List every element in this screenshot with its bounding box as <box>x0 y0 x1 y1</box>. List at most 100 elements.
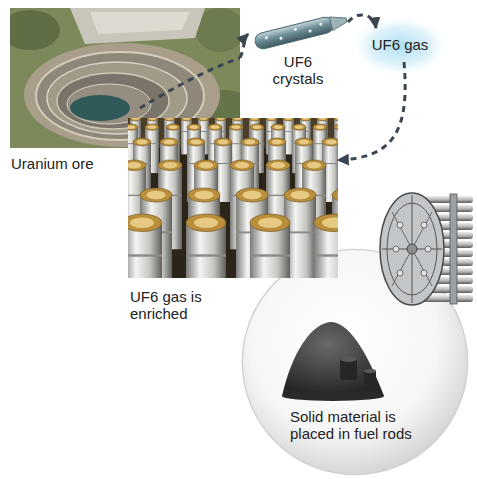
centrifuges <box>285 118 292 120</box>
fuel-bundle <box>380 193 473 305</box>
centrifuges <box>251 118 258 120</box>
uf6-vial <box>319 22 323 26</box>
fuel-bundle <box>393 246 399 252</box>
crystals-node: UF6 crystals <box>248 10 348 90</box>
centrifuges <box>250 254 290 256</box>
centrifuges <box>314 214 338 232</box>
centrifuges <box>128 124 138 130</box>
centrifuges <box>140 188 172 202</box>
centrifuge-photo <box>128 118 338 278</box>
centrifuges <box>250 214 290 232</box>
centrifuges <box>334 118 338 121</box>
gas-glow <box>350 15 450 77</box>
centrifuges <box>271 124 285 130</box>
fuel-bundle <box>421 270 427 276</box>
uf6-vial <box>294 28 298 32</box>
centrifuges <box>268 118 275 120</box>
centrifuges <box>164 118 175 121</box>
ore-photo <box>67 84 151 124</box>
centrifuges <box>149 118 156 120</box>
centrifuges <box>266 118 277 121</box>
centrifuges <box>186 214 226 232</box>
fuel-bundle <box>397 222 403 228</box>
centrifuges <box>266 160 290 171</box>
centrifuges <box>245 140 256 145</box>
fuel-bundle <box>392 212 432 286</box>
centrifuges <box>130 118 141 121</box>
centrifuges <box>295 138 313 146</box>
centrifuges <box>322 138 338 146</box>
centrifuges <box>128 118 338 278</box>
caption: UF6 gas is enriched <box>130 288 230 322</box>
fuel-bundle <box>392 212 432 286</box>
centrifuges <box>160 138 178 146</box>
fuel-circle-node: Solid material is placed in fuel rods <box>241 248 469 476</box>
centrifuges <box>316 125 324 129</box>
centrifuges <box>145 124 159 130</box>
centrifuges <box>253 125 261 129</box>
centrifuges <box>295 125 303 129</box>
centrifuges <box>232 118 243 121</box>
centrifuges <box>166 118 173 120</box>
centrifuges <box>229 124 243 130</box>
centrifuges <box>128 160 146 171</box>
centrifuges <box>234 118 241 120</box>
ore-photo <box>36 52 204 140</box>
fuel-bundle <box>407 244 417 254</box>
centrifuges <box>132 118 139 120</box>
centrifuges <box>314 254 338 256</box>
centrifuges <box>214 138 232 146</box>
centrifuges <box>186 254 226 256</box>
circle-disc <box>242 249 467 474</box>
centrifuges <box>163 162 177 168</box>
powder-pile <box>282 391 384 401</box>
fuel-bundle <box>450 194 457 304</box>
centrifuges <box>128 214 162 232</box>
centrifuges <box>336 118 338 120</box>
gas-cloud-node: UF6 gas <box>360 28 440 62</box>
fuel-pellets <box>340 356 357 362</box>
centrifuges <box>258 218 282 229</box>
centrifuges <box>137 140 148 145</box>
centrifuges <box>191 140 202 145</box>
centrifuges <box>166 124 180 130</box>
centrifuges <box>290 191 309 199</box>
caption: UF6 gas <box>360 36 440 53</box>
centrifuges <box>194 191 213 199</box>
dashed-arrow <box>338 62 405 160</box>
ore-photo <box>70 95 130 121</box>
uf6-vial <box>253 12 348 50</box>
fuel-bundle <box>380 193 444 305</box>
centrifuges <box>215 118 226 121</box>
centrifuges <box>300 118 311 121</box>
uf6-vial <box>279 36 283 40</box>
centrifuges <box>292 124 306 130</box>
centrifuges <box>183 118 190 120</box>
centrifuges <box>211 125 219 129</box>
centrifuges <box>158 160 182 171</box>
centrifuges <box>283 118 294 121</box>
centrifuges <box>188 188 220 202</box>
caption: Uranium ore <box>11 155 211 172</box>
uf6-vial <box>253 16 334 51</box>
centrifuges <box>199 162 213 168</box>
centrifuges <box>274 125 282 129</box>
centrifuges <box>169 125 177 129</box>
fuel-pellets <box>364 369 376 373</box>
centrifuges <box>194 218 218 229</box>
centrifuges <box>332 188 338 202</box>
centrifuges <box>272 140 283 145</box>
uf6-vial <box>329 13 348 30</box>
ore-photo <box>10 10 60 50</box>
centrifuges <box>250 124 264 130</box>
ore-photo <box>70 8 205 44</box>
centrifuges <box>334 124 338 130</box>
centrifuges <box>302 118 309 120</box>
centrifuges <box>322 218 338 229</box>
centrifuges <box>130 218 154 229</box>
centrifuges <box>230 160 254 171</box>
centrifuges <box>235 162 249 168</box>
